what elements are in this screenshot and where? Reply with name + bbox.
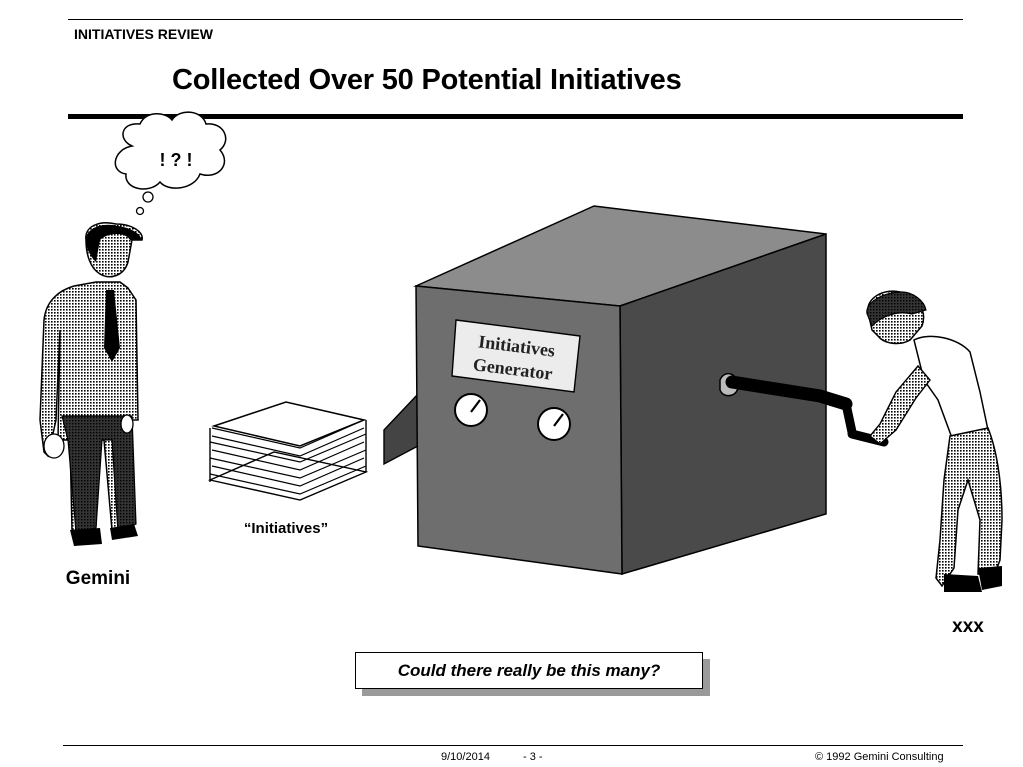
footer-copyright: © 1992 Gemini Consulting (815, 751, 944, 763)
thought-bubble (114, 111, 227, 216)
output-chute (383, 392, 419, 466)
footer-page-number: - 3 - (523, 751, 543, 763)
gemini-label: Gemini (66, 568, 130, 589)
footer-rule (63, 745, 963, 746)
gemini-person-figure (39, 222, 143, 546)
xxx-person-figure (866, 290, 1003, 592)
machine-sign (451, 319, 581, 393)
initiatives-paper-stack (207, 401, 369, 501)
initiatives-generator-machine (383, 205, 827, 576)
section-title: INITIATIVES REVIEW (74, 26, 213, 42)
callout-box: Could there really be this many? (355, 652, 703, 689)
gauge-right-icon (537, 407, 571, 441)
bubble-dot (142, 191, 154, 203)
footer-date: 9/10/2014 (441, 751, 490, 763)
gauge-left-icon (454, 393, 488, 427)
slide-title: Collected Over 50 Potential Initiatives (172, 64, 682, 96)
header-rule (68, 19, 963, 20)
xxx-label: xxx (952, 616, 984, 637)
title-underline (68, 114, 963, 119)
thought-bubble-text: ! ? ! (160, 150, 193, 170)
bubble-dot (135, 206, 145, 216)
stack-caption: “Initiatives” (244, 520, 328, 537)
callout-text: Could there really be this many? (397, 660, 661, 680)
